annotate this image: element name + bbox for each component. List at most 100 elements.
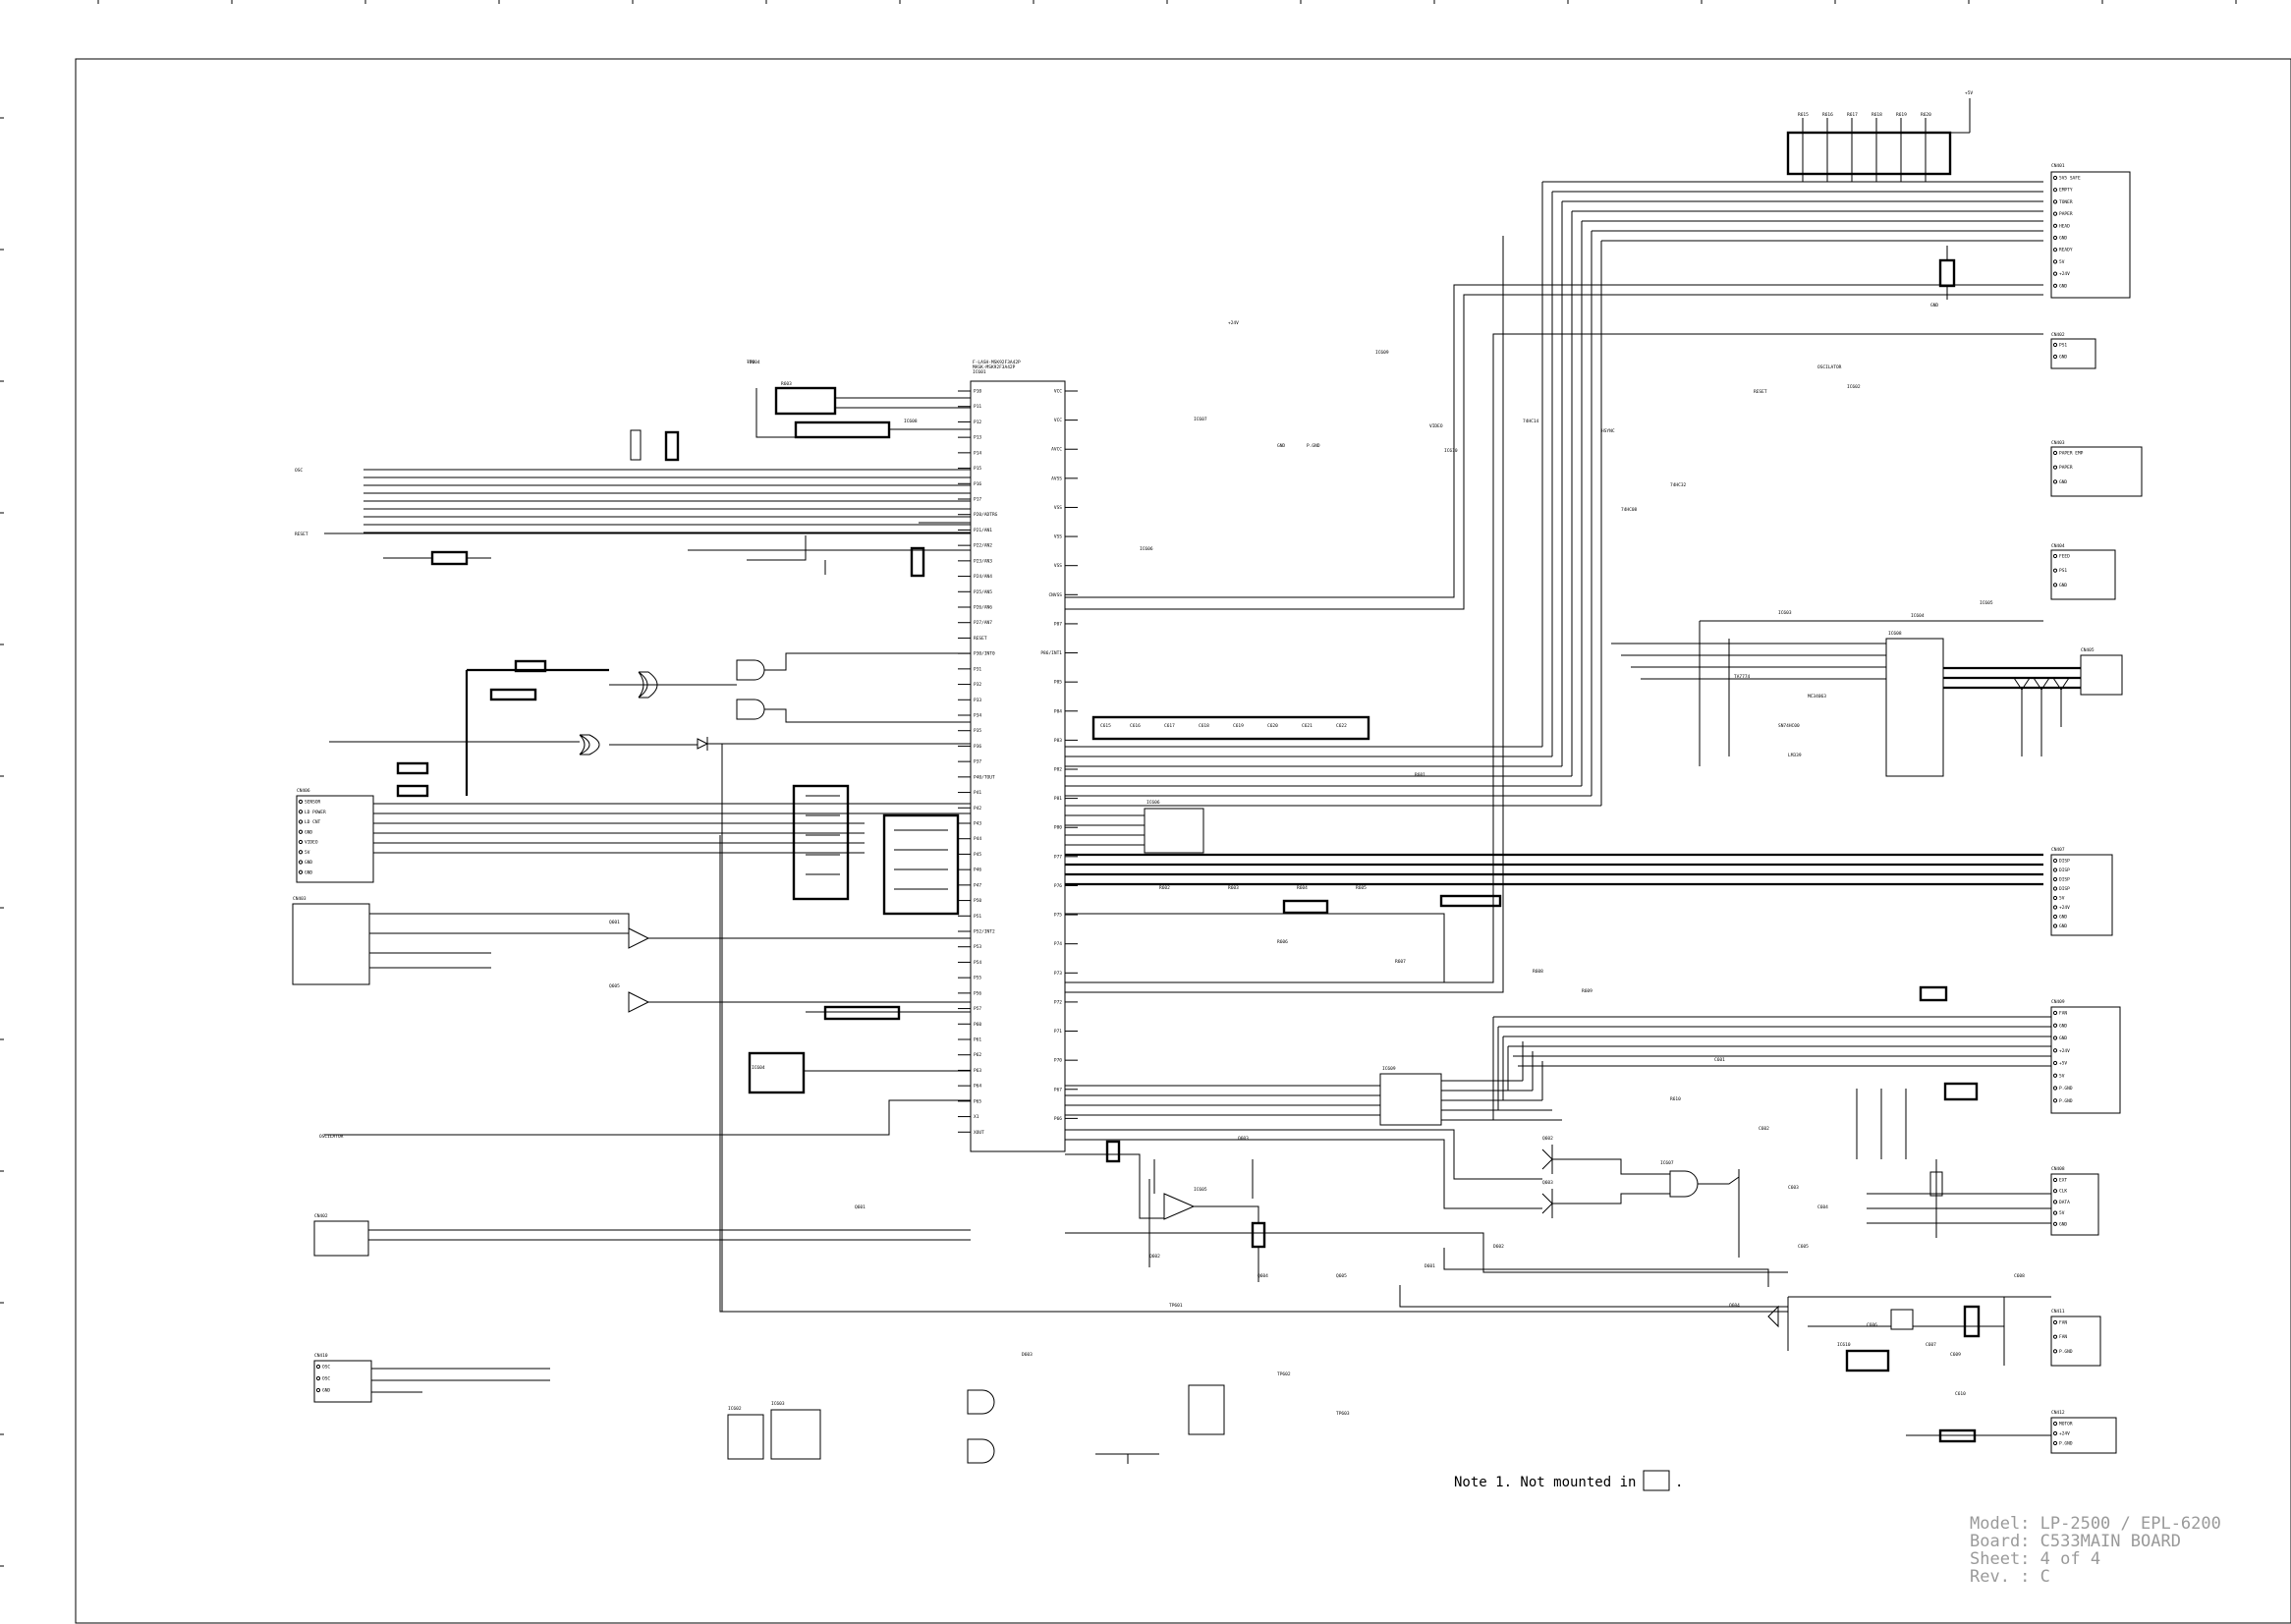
main-ic-left-pin-label: P23/AN3 <box>974 558 992 564</box>
main-ic-left-pin-label: P37 <box>974 759 981 765</box>
svg-text:CN406: CN406 <box>297 788 310 794</box>
left-bus: OSC RESET <box>295 468 971 578</box>
ic-lower-left-small: IC604 OSCILATOR <box>319 1005 971 1140</box>
main-ic-left-pin-label: P21/AN1 <box>974 528 992 533</box>
svg-text:CN409: CN409 <box>2051 999 2065 1005</box>
connector-pin <box>2052 583 2058 588</box>
connector-pin-label: PS1 <box>2059 568 2067 574</box>
main-ic-left-pin-label: P64 <box>974 1084 981 1090</box>
connector-pin <box>2052 223 2058 228</box>
connector-pin <box>2052 895 2058 901</box>
connector-pin-label: +24V <box>2059 1048 2070 1054</box>
component-label: R601 <box>1415 772 1425 778</box>
main-ic-left-pin-label: P42 <box>974 806 981 812</box>
connector-pin-label: DISP <box>2059 859 2070 865</box>
svg-text:R603: R603 <box>781 381 792 387</box>
main-ic-left-pin-label: RESET <box>974 636 987 642</box>
svg-text:.: . <box>1675 1475 1683 1490</box>
component-label: IC610 <box>1444 448 1458 454</box>
connector-pin-label: GND <box>2059 355 2067 361</box>
connector-pin-label: LD CNT <box>305 819 321 825</box>
component-label: GND <box>1277 443 1285 449</box>
component-label: Q603 <box>1238 1136 1249 1142</box>
connector-pin-label: HEAD <box>2059 223 2070 229</box>
main-ic-left-pin-label: P20/ADTRG <box>974 512 998 518</box>
connector-pin <box>2052 886 2058 891</box>
main-ic-right-pin-label: VSS <box>1054 534 1062 540</box>
bottom-return <box>719 835 1788 1313</box>
connector-pin-label: GND <box>2059 915 2067 921</box>
main-ic-left-pin-label: P15 <box>974 466 981 472</box>
component-label: IC603 <box>1778 610 1792 616</box>
main-ic-left-pin-label: P25/AN5 <box>974 589 992 595</box>
connector-pin-label: PAPER EMP <box>2059 451 2084 457</box>
connector-pin <box>2052 465 2058 470</box>
main-ic-left-pin-label: P41 <box>974 790 981 796</box>
main-ic-right-pin-label: VSS <box>1054 505 1062 511</box>
main-ic-left-pin-label: P43 <box>974 821 981 827</box>
svg-text:IC607: IC607 <box>1660 1160 1674 1166</box>
component-label: R608 <box>1533 969 1543 975</box>
main-ic-left-pin-label: P12 <box>974 420 981 425</box>
main-ic-right-pin-label: P76 <box>1054 883 1062 889</box>
component-label: TP601 <box>1169 1303 1183 1309</box>
svg-text:R618: R618 <box>1872 112 1882 118</box>
main-ic-left-pin-label: P44 <box>974 836 981 842</box>
connector-pin-label: 5V <box>2059 1073 2065 1079</box>
component-label: TP604 <box>747 360 760 365</box>
svg-text:CN408: CN408 <box>2051 1166 2065 1172</box>
component-label: +5V <box>747 360 754 365</box>
connector-pin-label: OSC <box>322 1365 330 1371</box>
main-ic-left-pin-label: P13 <box>974 435 981 441</box>
ic-middle-buffer: IC606 <box>1065 800 1502 915</box>
connector-pin-label: OSC <box>322 1376 330 1382</box>
component-label: TP602 <box>1277 1372 1291 1377</box>
connector-pin <box>315 1364 321 1370</box>
connector-pin-label: P.GND <box>2059 1441 2073 1447</box>
component-label: C604 <box>1817 1204 1828 1210</box>
lower-logic: Q602 Q603 IC607 <box>1065 1129 1769 1287</box>
cn401-ref: CN401 <box>2051 163 2065 169</box>
svg-text:IC604: IC604 <box>752 1065 765 1071</box>
svg-text:C620: C620 <box>1267 723 1278 729</box>
svg-text:CN412: CN412 <box>2051 1410 2065 1416</box>
svg-text:C621: C621 <box>1302 723 1313 729</box>
component-label: +24V <box>1228 320 1239 326</box>
connector-pin <box>2052 283 2058 288</box>
main-ic-left-pin-label: P56 <box>974 990 981 996</box>
connector-pin <box>2052 1023 2058 1028</box>
main-ic-left-pin-label: P51 <box>974 914 981 920</box>
connector-pin <box>315 1387 321 1393</box>
top-bus <box>1065 181 2043 807</box>
main-ic-left-pin-label: P47 <box>974 882 981 888</box>
connector-pin <box>2052 199 2058 204</box>
main-ic-right-pin-label: P74 <box>1054 941 1062 947</box>
main-ic-right-pin-label: P67 <box>1054 1087 1062 1092</box>
svg-text:OSCILATOR: OSCILATOR <box>319 1134 344 1140</box>
main-ic-right-pin-label: P87 <box>1054 621 1062 627</box>
comparator: IC605 <box>1065 1140 1266 1282</box>
main-ic-right-pin-label: P80 <box>1054 825 1062 831</box>
connector-pin-label: 5V <box>2059 259 2065 265</box>
connector-pin <box>298 850 304 855</box>
svg-text:C616: C616 <box>1130 723 1141 729</box>
component-label: MC34063 <box>1808 694 1826 700</box>
main-ic-right-pin-label: VCC <box>1054 418 1062 423</box>
component-label: R607 <box>1395 959 1406 965</box>
title-line-2: Board: C533MAIN BOARD <box>1970 1532 2181 1551</box>
connector-pin <box>298 799 304 805</box>
connector-pin-label: TONER <box>2059 199 2073 205</box>
sheet-frame <box>75 58 2291 1624</box>
svg-text:IC608: IC608 <box>1888 631 1902 637</box>
connector-pin <box>2052 211 2058 216</box>
svg-text:Q604: Q604 <box>1729 1303 1740 1309</box>
main-ic-right-pin-label: P86/INT1 <box>1040 650 1062 656</box>
component-label: IC604 <box>1911 613 1925 619</box>
connector-pin <box>2052 1177 2058 1183</box>
svg-text:CN411: CN411 <box>2051 1309 2065 1315</box>
svg-text:CN410: CN410 <box>314 1353 328 1359</box>
connector-pin <box>2052 342 2058 348</box>
